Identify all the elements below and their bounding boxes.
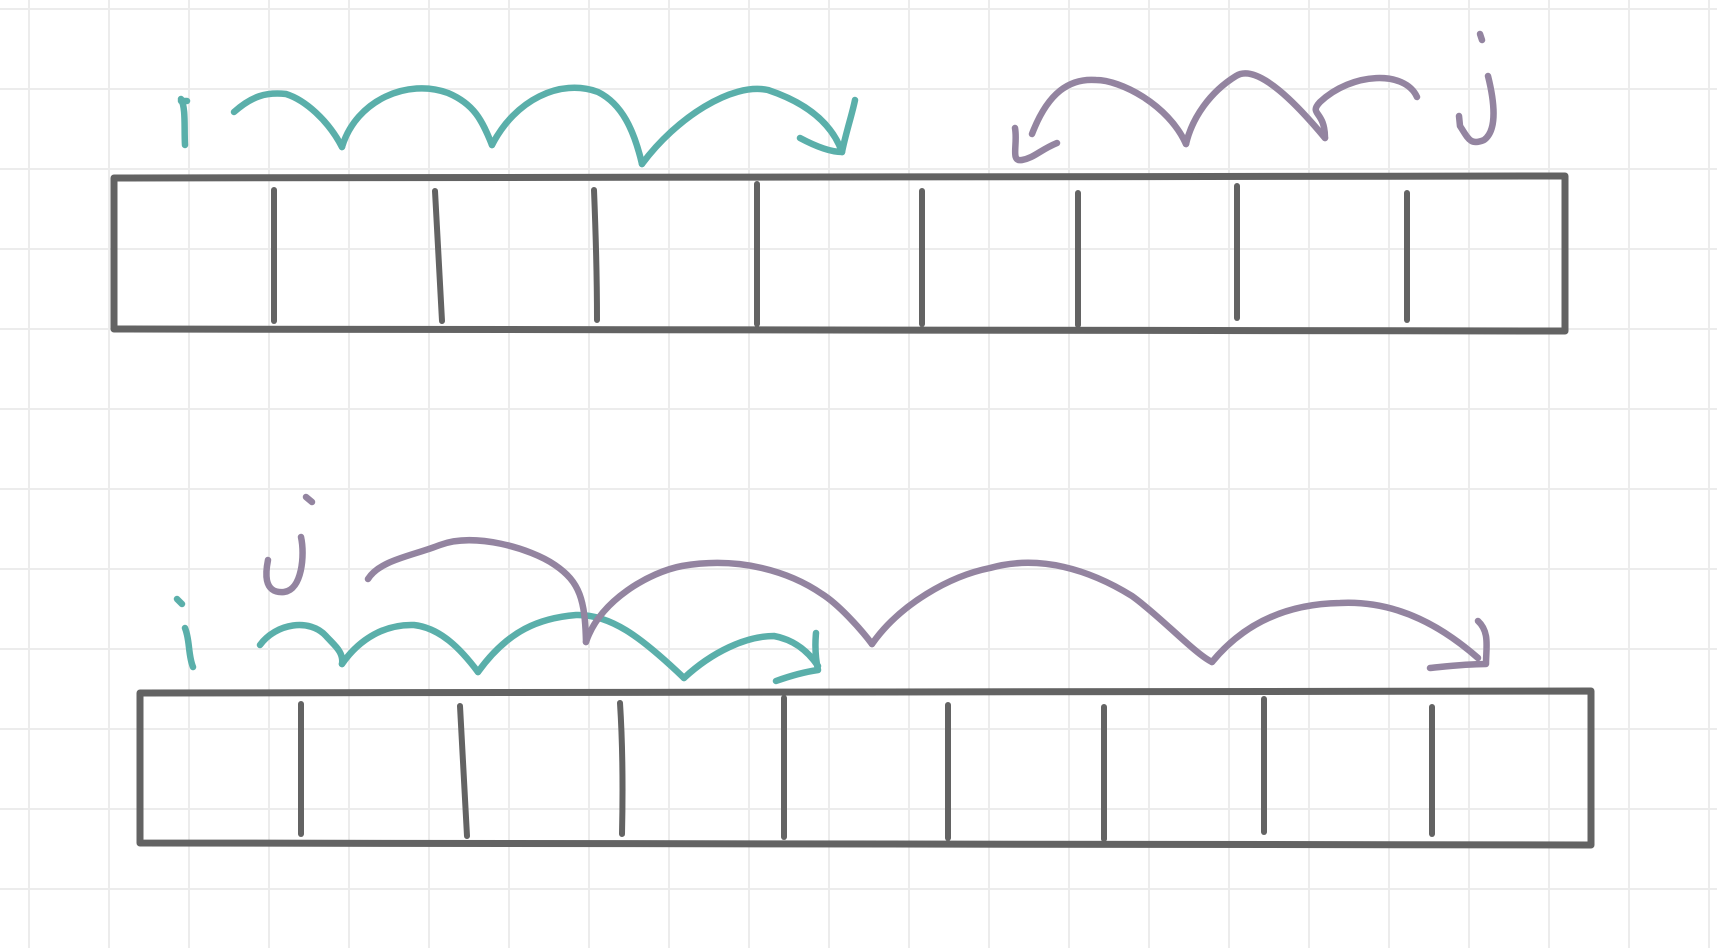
hop-arc bbox=[582, 559, 876, 648]
hop-arc bbox=[1312, 74, 1421, 142]
i-letter-glyph bbox=[177, 95, 191, 149]
array-bottom-outline bbox=[136, 687, 1595, 849]
j-letter-glyph bbox=[1455, 30, 1497, 146]
hop-arc bbox=[1028, 76, 1190, 148]
hop-arc bbox=[230, 90, 346, 151]
hop-arc bbox=[1208, 599, 1482, 666]
hop-arc bbox=[338, 85, 496, 151]
hop-arc bbox=[868, 559, 1216, 666]
pointer-j-bottom bbox=[263, 493, 1490, 672]
pointer-i-hops bbox=[256, 611, 822, 685]
arrowhead bbox=[1426, 617, 1490, 672]
hop-arc bbox=[1182, 70, 1329, 148]
arrowhead bbox=[796, 96, 859, 156]
pointer-j-hops bbox=[1011, 70, 1421, 164]
pointer-j-hops bbox=[364, 537, 1490, 672]
j-letter-glyph bbox=[263, 493, 316, 596]
pointer-i-top bbox=[177, 84, 859, 168]
hop-arc bbox=[256, 621, 346, 668]
hop-arc bbox=[338, 621, 482, 676]
array-top bbox=[110, 172, 1569, 335]
hop-arc bbox=[488, 84, 646, 168]
hop-arc bbox=[364, 537, 590, 646]
cell-divider bbox=[432, 188, 445, 324]
cell-divider bbox=[457, 703, 470, 839]
pointer-j-top bbox=[1011, 30, 1497, 164]
arrowhead bbox=[772, 629, 822, 685]
hop-arc bbox=[680, 632, 822, 682]
array-top-outline bbox=[110, 172, 1569, 335]
pointer-i-hops bbox=[230, 84, 859, 168]
array-bottom bbox=[136, 687, 1595, 849]
pointer-i-bottom bbox=[173, 595, 822, 685]
cell-divider bbox=[617, 700, 626, 837]
hop-arc bbox=[638, 85, 846, 168]
hop-arc bbox=[474, 611, 688, 682]
cell-divider bbox=[591, 187, 600, 323]
array-bottom-dividers bbox=[298, 695, 1435, 842]
array-top-dividers bbox=[271, 181, 1410, 328]
i-letter-glyph bbox=[173, 595, 197, 671]
arrowhead bbox=[1011, 124, 1061, 164]
